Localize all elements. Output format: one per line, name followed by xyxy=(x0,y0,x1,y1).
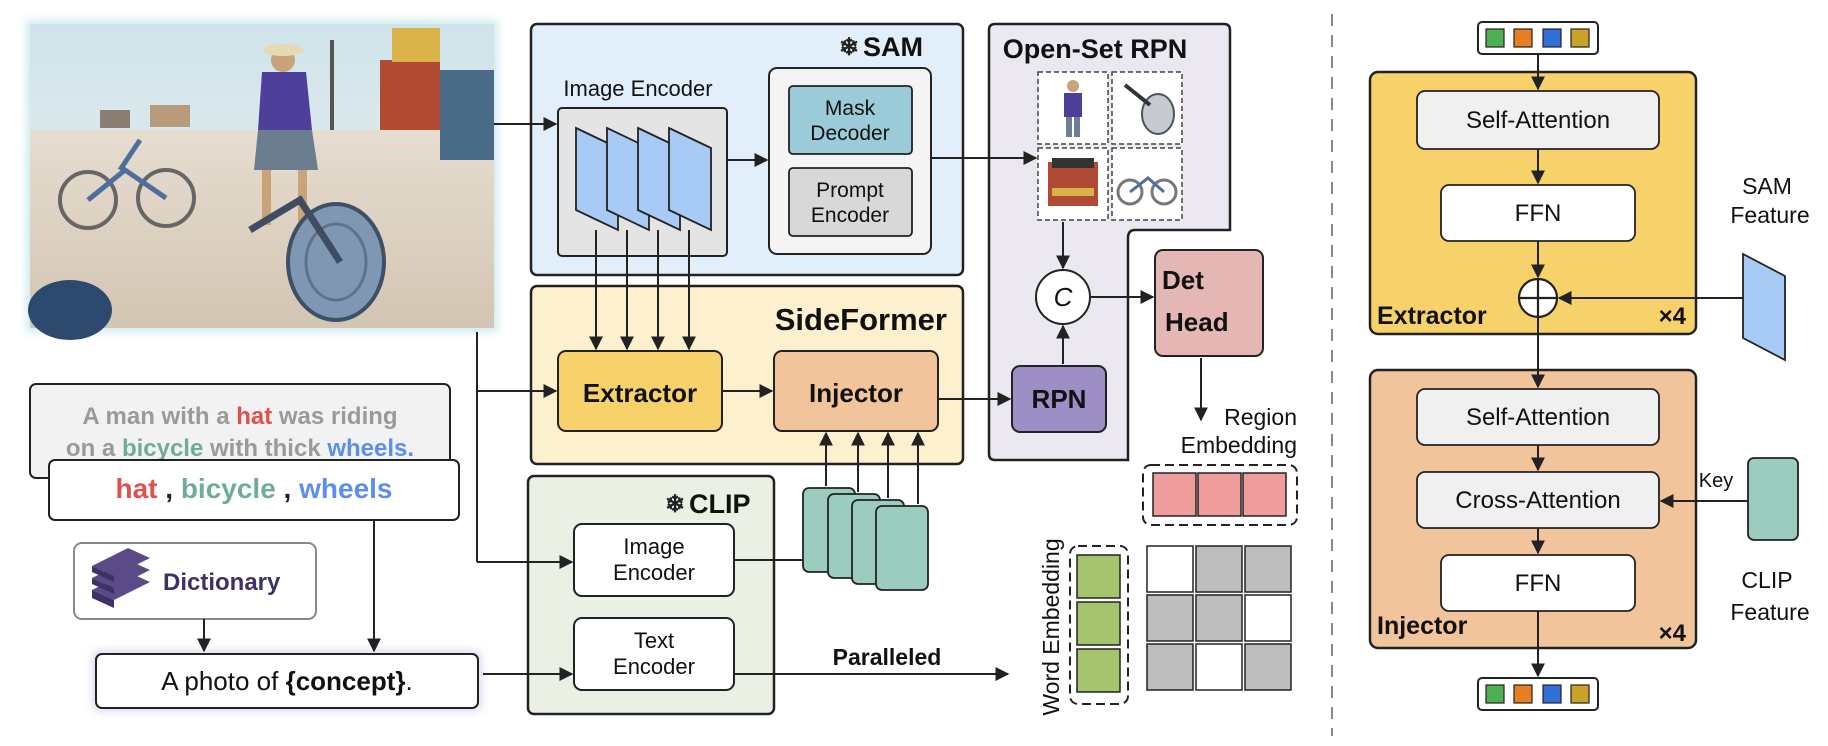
mask-decoder-block xyxy=(788,85,913,155)
books-icon xyxy=(92,548,150,608)
extractor-detail-title: Extractor xyxy=(1377,302,1487,330)
clip-title: CLIP xyxy=(689,489,751,519)
sideformer-module: SideFormer Extractor Injector xyxy=(529,284,965,466)
injector-self-attention-label: Self-Attention xyxy=(1466,404,1610,431)
prompt-suffix: . xyxy=(406,666,413,696)
extractor-repeat: ×4 xyxy=(1659,303,1687,330)
dictionary-label: Dictionary xyxy=(163,569,281,596)
concat-symbol: C xyxy=(1054,282,1073,312)
clip-text-encoder-block xyxy=(573,617,735,691)
injector-label: Injector xyxy=(809,378,903,408)
concept-wheels: wheels xyxy=(298,473,392,504)
sideformer-title: SideFormer xyxy=(775,302,947,337)
prompt-template-box: A photo of {concept}. xyxy=(92,650,482,712)
caption-l1-part3: was riding xyxy=(272,403,397,430)
prompt-template-text: A photo of {concept}. xyxy=(161,666,412,696)
dictionary-box: Dictionary xyxy=(73,542,317,620)
injector-ffn-label: FFN xyxy=(1515,570,1562,597)
injector-detail-title: Injector xyxy=(1377,612,1468,640)
clip-text-encoder-line1: Text xyxy=(634,628,674,653)
clip-module: ❄ CLIP Image Encoder Text Encoder xyxy=(526,474,776,716)
concepts-text: hat , bicycle , wheels xyxy=(115,473,392,504)
prompt-encoder-block xyxy=(788,167,913,237)
sam-title: SAM xyxy=(863,32,923,62)
caption-l2-wheels: wheels. xyxy=(326,435,414,462)
prompt-encoder-line1: Prompt xyxy=(816,179,884,202)
prompt-encoder-line2: Encoder xyxy=(811,204,889,227)
similarity-matrix xyxy=(1146,545,1292,691)
clip-text-encoder-line2: Encoder xyxy=(613,654,695,679)
sam-feature-line2: Feature xyxy=(1730,202,1809,228)
caption-line1: A man with a hat was riding xyxy=(82,403,397,430)
caption-l1-part1: A man with a xyxy=(82,403,236,430)
clip-feature-line2: Feature xyxy=(1730,599,1809,625)
open-set-rpn-module: Open-Set RPN C RPN xyxy=(987,22,1232,462)
caption-l1-hat: hat xyxy=(236,403,272,430)
sam-image-encoder-label: Image Encoder xyxy=(563,76,712,101)
mask-decoder-line2: Decoder xyxy=(810,122,889,145)
injector-cross-attention-label: Cross-Attention xyxy=(1455,487,1620,514)
clip-feature-stack xyxy=(802,487,929,591)
caption-line2: on a bicycle with thick wheels. xyxy=(66,435,414,462)
det-head-line2: Head xyxy=(1165,307,1229,337)
detail-extractor: Self-Attention FFN Extractor ×4 xyxy=(1368,70,1698,336)
region-embedding: Region Embedding xyxy=(1142,404,1298,526)
mask-decoder-line1: Mask xyxy=(825,97,876,120)
paralleled-label: Paralleled xyxy=(833,644,942,670)
region-embedding-line2: Embedding xyxy=(1181,432,1297,458)
prompt-concept: {concept} xyxy=(286,666,406,696)
injector-block xyxy=(773,350,939,432)
concept-sep1: , xyxy=(157,473,180,504)
detail-injector: Self-Attention Cross-Attention FFN Injec… xyxy=(1368,368,1698,650)
sam-module: ❄ SAM Image Encoder Mask Decoder Prompt … xyxy=(529,22,965,277)
det-head-block: Det Head xyxy=(1154,249,1264,357)
output-tokens xyxy=(1477,677,1599,711)
extractor-label: Extractor xyxy=(583,378,697,408)
detail-connectors xyxy=(1531,54,1748,678)
extractor-self-attention-label: Self-Attention xyxy=(1466,107,1610,134)
word-embedding-label: Word Embedding xyxy=(1038,538,1064,715)
injector-repeat: ×4 xyxy=(1659,620,1687,647)
caption-box: A man with a hat was riding on a bicycle… xyxy=(29,383,451,479)
clip-snowflake-icon: ❄ xyxy=(665,491,685,518)
concept-sep2: , xyxy=(276,473,299,504)
connectors xyxy=(197,117,1208,681)
rpn-title: Open-Set RPN xyxy=(1003,34,1188,64)
clip-feature-line1: CLIP xyxy=(1741,567,1792,593)
region-embedding-line1: Region xyxy=(1224,404,1297,430)
caption-l2-part1: on a xyxy=(66,435,122,462)
det-head-line1: Det xyxy=(1162,265,1204,295)
rpn-block xyxy=(1011,365,1107,433)
concept-bicycle: bicycle xyxy=(181,473,276,504)
sam-feature: SAM Feature xyxy=(1730,173,1810,362)
sam-feature-line1: SAM xyxy=(1742,173,1792,199)
clip-image-encoder-line2: Encoder xyxy=(613,560,695,585)
caption-l2-bicycle: bicycle xyxy=(122,435,203,462)
rpn-label: RPN xyxy=(1032,384,1087,414)
snowflake-icon: ❄ xyxy=(839,34,859,61)
extractor-ffn-label: FFN xyxy=(1515,200,1562,227)
concept-hat: hat xyxy=(115,473,157,504)
crop-grid xyxy=(1037,71,1183,221)
key-label: Key xyxy=(1699,470,1733,492)
clip-image-encoder-line1: Image xyxy=(623,534,684,559)
clip-feature: Key CLIP Feature xyxy=(1699,457,1810,625)
concepts-box: hat , bicycle , wheels xyxy=(48,459,460,521)
word-embedding: Word Embedding xyxy=(1038,538,1129,716)
input-photo xyxy=(26,20,498,340)
caption-l2-part3: with thick xyxy=(203,435,327,462)
prompt-prefix: A photo of xyxy=(161,666,285,696)
input-tokens xyxy=(1477,21,1599,55)
